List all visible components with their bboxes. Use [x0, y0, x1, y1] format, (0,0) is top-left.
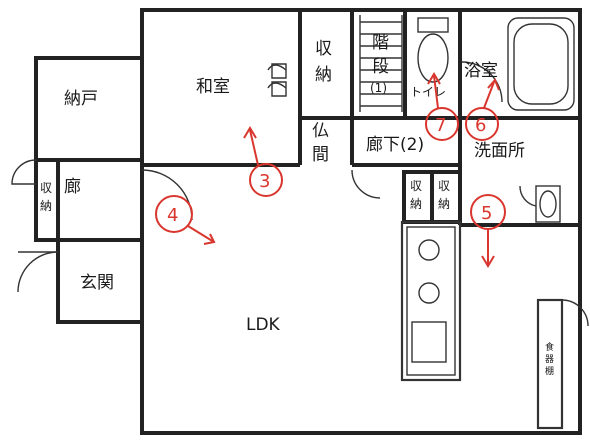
- label-roka-left: 廊: [64, 177, 81, 197]
- svg-text:5: 5: [481, 203, 492, 224]
- label-senmenjo: 洗面所: [474, 141, 525, 161]
- label-butsuma-1: 仏: [312, 121, 329, 141]
- label-butsuma-2: 間: [312, 145, 329, 165]
- marker-7: 7: [425, 72, 459, 141]
- closet-rod-icons: [267, 63, 287, 97]
- stair-treads: [359, 15, 403, 112]
- bathtub-fixture: [507, 17, 575, 111]
- kitchen-fixtures: [411, 239, 447, 363]
- label-shuno-left-2: 納: [40, 199, 52, 213]
- label-shuno-a-2: 納: [410, 197, 422, 211]
- label-kaidan-1: 階: [372, 33, 389, 53]
- label-shuno-top-1: 収: [315, 39, 332, 59]
- label-washitsu: 和室: [196, 77, 230, 97]
- label-shuno-b-2: 納: [438, 197, 450, 211]
- svg-text:3: 3: [259, 171, 270, 192]
- photo-markers: 3 4 5 6 7: [155, 72, 506, 268]
- marker-6: 6: [465, 78, 500, 141]
- label-ldk: LDK: [246, 315, 281, 335]
- toilet-fixture: [417, 17, 449, 83]
- fixtures: [267, 15, 575, 363]
- label-yokushitsu: 浴室: [464, 61, 498, 81]
- label-shokkidana-3: 棚: [545, 365, 554, 377]
- label-shuno-a-1: 収: [410, 179, 422, 193]
- walls: [34, 8, 582, 435]
- label-roka2: 廊下(2): [366, 135, 424, 155]
- washbasin-fixture: [535, 185, 561, 223]
- svg-text:4: 4: [167, 205, 178, 226]
- label-kaidan-3: (1): [370, 81, 387, 95]
- svg-text:6: 6: [475, 115, 486, 136]
- label-shuno-top-2: 納: [315, 65, 332, 85]
- label-shokkidana-1: 食: [545, 341, 554, 353]
- svg-text:7: 7: [435, 115, 446, 136]
- label-shuno-left-1: 収: [40, 181, 52, 195]
- label-nando: 納戸: [64, 89, 98, 109]
- label-kaidan-2: 段: [372, 57, 389, 77]
- label-toilet: トイレ: [410, 85, 446, 99]
- room-labels: 納戸 和室 収 納 階 段 (1) トイレ 浴室 仏 間 廊下(2) 洗面所 収…: [40, 33, 554, 377]
- label-genkan: 玄関: [80, 273, 114, 293]
- marker-4: 4: [155, 195, 216, 245]
- label-shuno-b-1: 収: [438, 179, 450, 193]
- label-shokkidana-2: 器: [545, 354, 554, 365]
- marker-5: 5: [470, 194, 506, 268]
- marker-3: 3: [243, 126, 283, 197]
